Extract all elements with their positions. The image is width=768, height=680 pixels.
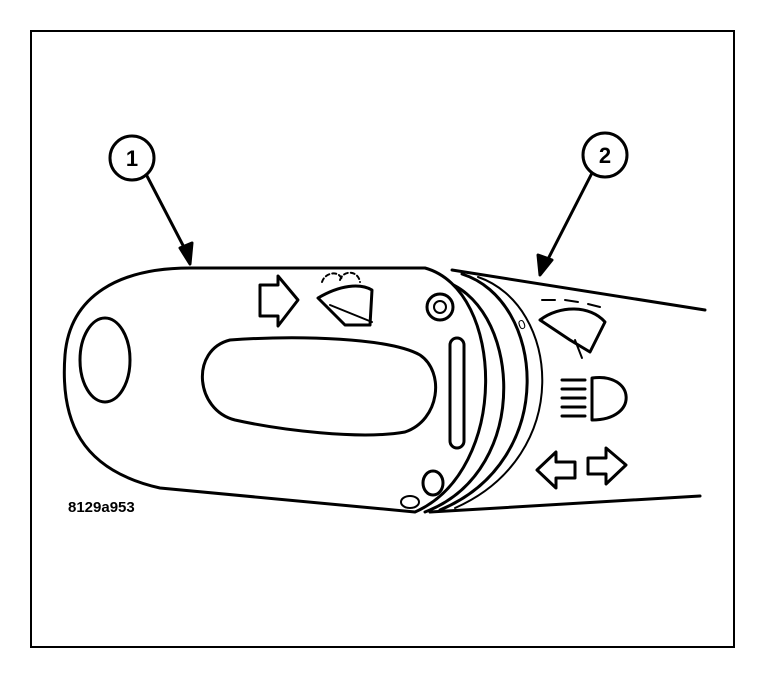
arrow-right-icon — [258, 274, 300, 328]
off-position-mark: 0 — [516, 316, 528, 333]
control-stalk-shaft — [428, 268, 707, 514]
callout-2-number: 2 — [599, 143, 611, 168]
arrow-left-icon — [535, 450, 577, 490]
knob-screw-bottom — [421, 469, 445, 497]
arrow-right-icon-2 — [586, 446, 628, 486]
knob-recess — [201, 336, 437, 437]
knob-end-cap — [78, 316, 132, 404]
washer-wiper-icon — [316, 271, 374, 327]
wiper-knob — [62, 266, 488, 514]
callout-1 — [108, 134, 194, 266]
wiper-sweep-icon — [538, 299, 607, 359]
diagram-border — [30, 30, 735, 648]
stalk-collar — [423, 272, 544, 514]
knob-screw-top — [425, 292, 455, 322]
figure-id-label: 8129a953 — [68, 499, 135, 516]
knob-rim-slot — [448, 336, 466, 450]
callout-1-number: 1 — [126, 146, 138, 171]
headlamp-icon — [560, 376, 628, 422]
callout-2 — [536, 131, 629, 277]
